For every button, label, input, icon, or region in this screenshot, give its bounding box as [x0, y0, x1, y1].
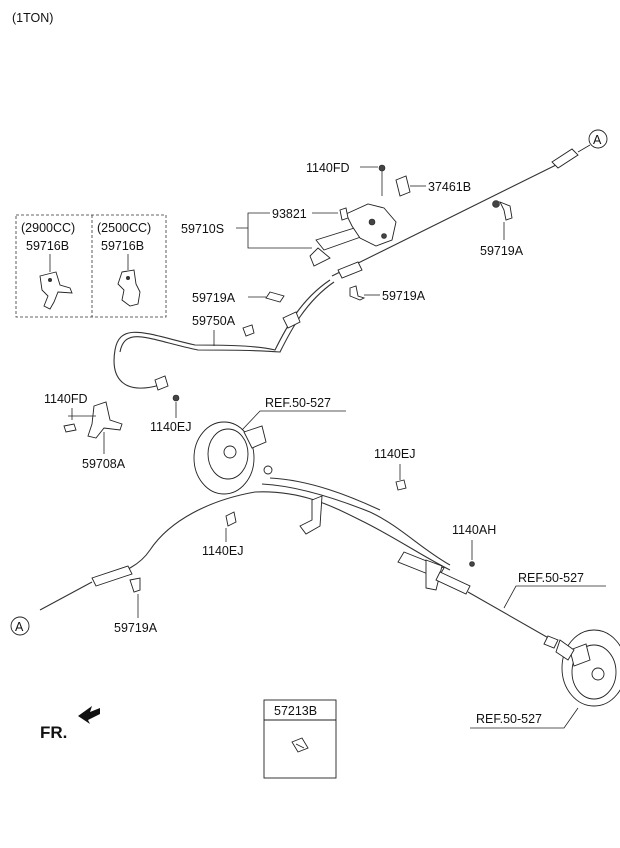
callout-59719a-mid-left: 59719A: [192, 291, 236, 305]
callout-59719a-mid-right: 59719A: [382, 289, 426, 303]
callout-1140ej-mid: 1140EJ: [202, 544, 243, 558]
callout-ref-bottom: REF.50-527: [476, 712, 542, 726]
connector-a-top-label: A: [593, 133, 602, 147]
callout-ref-right: REF.50-527: [518, 571, 584, 585]
front-direction-label: FR.: [40, 723, 67, 742]
front-direction-indicator: FR.: [40, 706, 100, 742]
parking-brake-lever-icon: [309, 164, 411, 267]
bracket-2500cc-icon: [117, 269, 141, 307]
callout-93821: 93821: [272, 207, 307, 221]
engine-option-box: (2900CC) 59716B (2500CC) 59716B: [15, 214, 167, 318]
connector-a-bottom-label: A: [15, 620, 24, 634]
rear-left-brake-drum-icon: [193, 421, 273, 495]
part-legend-box: 57213B: [263, 699, 337, 779]
option-2500cc-part-label: 59716B: [101, 239, 144, 253]
callout-37461b: 37461B: [428, 180, 471, 194]
legend-part-label: 57213B: [274, 704, 317, 718]
callout-59719a-bottom: 59719A: [114, 621, 158, 635]
callout-1140fd-left: 1140FD: [44, 392, 88, 406]
connector-a-bottom: A: [10, 616, 30, 636]
callout-1140ej-left: 1140EJ: [150, 420, 191, 434]
rear-right-brake-drum-icon: [555, 629, 620, 707]
option-2500cc-title: (2500CC): [97, 221, 151, 235]
front-arrow-icon: [78, 706, 100, 724]
callout-ref-upper: REF.50-527: [265, 396, 331, 410]
callout-59708a: 59708A: [82, 457, 126, 471]
bracket-2900cc-icon: [39, 271, 73, 310]
rear-cable-assembly: [39, 421, 559, 649]
callout-59719a-top: 59719A: [480, 244, 524, 258]
clip-upper-left-icon: [265, 291, 285, 303]
bracket-59708a-icon: [63, 394, 180, 439]
connector-a-top: A: [588, 129, 608, 149]
callout-1140ej-right: 1140EJ: [374, 447, 415, 461]
option-2900cc-part-label: 59716B: [26, 239, 69, 253]
callout-59750a: 59750A: [192, 314, 236, 328]
clip-upper-right-icon: [349, 285, 366, 301]
callout-59710s: 59710S: [181, 222, 224, 236]
callout-1140fd-top: 1140FD: [306, 161, 350, 175]
front-cable-assembly: [113, 144, 591, 391]
variant-label: (1TON): [12, 11, 53, 25]
clip-57213b-icon: [291, 737, 309, 753]
callout-1140ah: 1140AH: [452, 523, 496, 537]
option-2900cc-title: (2900CC): [21, 221, 75, 235]
